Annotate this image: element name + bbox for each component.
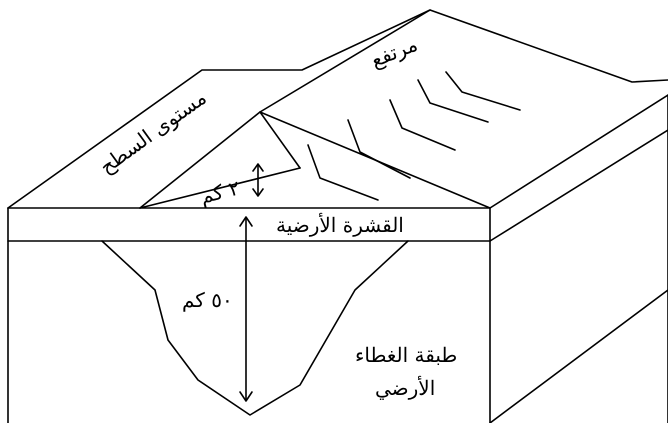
right-top-edge — [490, 95, 668, 208]
crust-label: القشرة الأرضية — [276, 215, 404, 235]
mantle-label-line1: طبقة الغطاء — [355, 345, 457, 365]
crust-side-lower-line — [490, 290, 668, 423]
slope-line-4 — [418, 80, 488, 122]
fifty-km-label: ٥٠ كم — [182, 290, 233, 310]
mantle-label-line2: الأرضي — [375, 378, 435, 398]
ridge-crest-line — [260, 10, 430, 112]
top-surface-outline — [8, 10, 668, 208]
elevated-ridge — [140, 112, 490, 208]
slope-line-1 — [308, 145, 378, 200]
crust-side-bottom-line — [490, 130, 668, 241]
slope-line-5 — [446, 72, 520, 110]
crustal-root-outline — [102, 241, 408, 415]
slope-line-2 — [348, 120, 410, 178]
